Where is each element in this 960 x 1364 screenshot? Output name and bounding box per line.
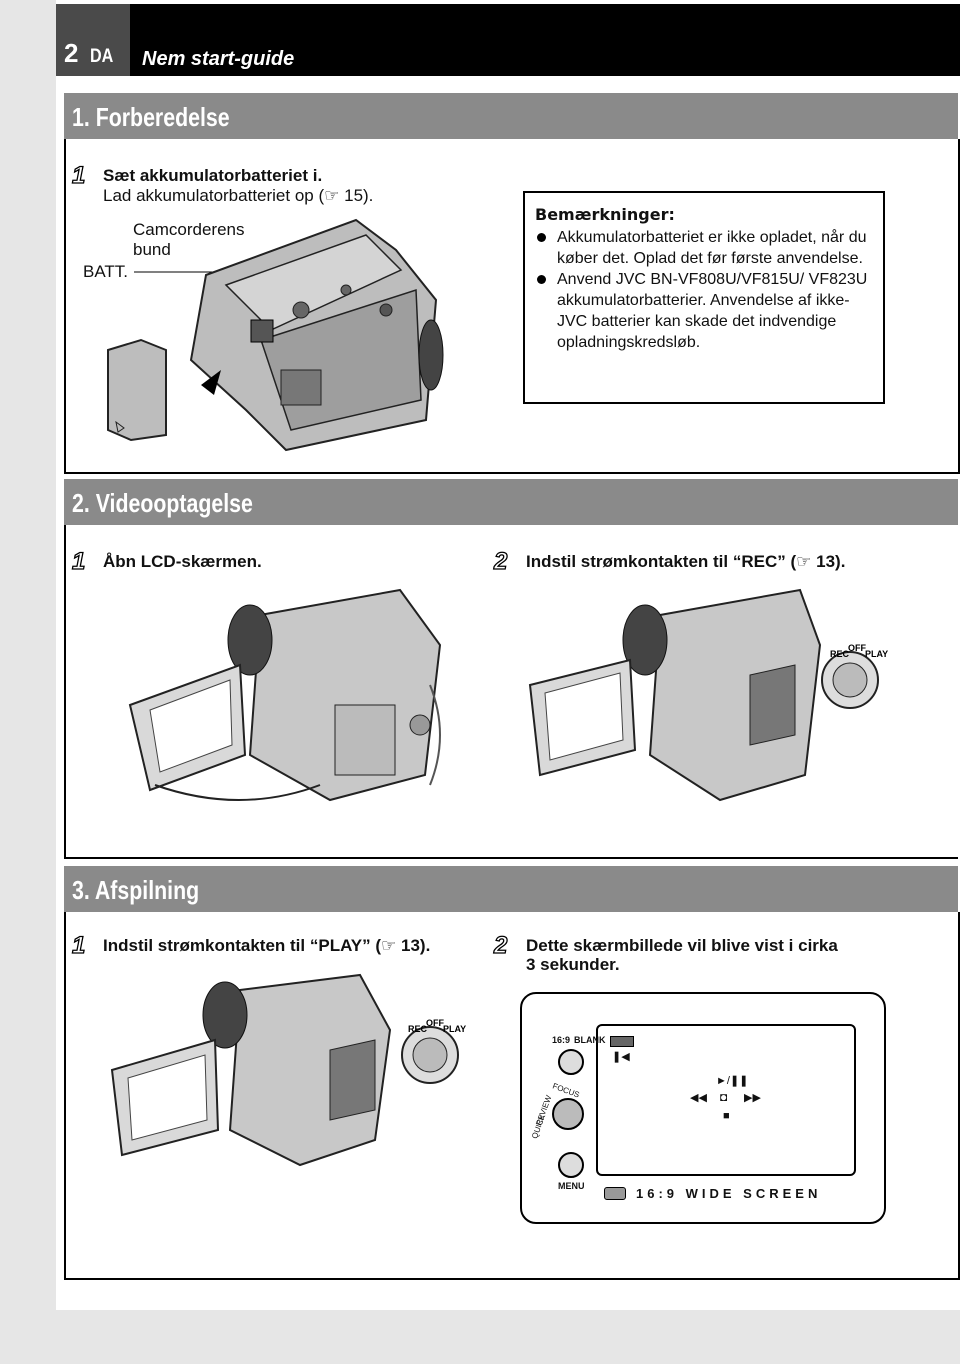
lcd-screen-diagram: 16:9 BLANK ❚◀ ►/❚❚ ◀◀ ◘ ▶▶ ■ FOCUS REVIE… <box>520 992 886 1224</box>
battery-icon <box>610 1036 634 1047</box>
language-code: DA <box>90 46 114 67</box>
note-item: Akkumulatorbatteriet er ikke opladet, nå… <box>535 227 875 269</box>
pointing-hand-icon: ☞ <box>381 936 397 956</box>
set-lever[interactable] <box>552 1098 584 1130</box>
notes-box: Bemærkninger: Akkumulatorbatteriet er ik… <box>523 191 885 404</box>
page-ref: 13). <box>816 552 846 571</box>
page-title: Nem start-guide <box>142 48 295 70</box>
pointing-hand-icon: ☞ <box>324 186 340 206</box>
select-icon: ◘ <box>720 1090 728 1104</box>
step-number: 2 <box>493 931 508 959</box>
step-number: 1 <box>71 547 86 575</box>
section-title: 2. Videooptagelse <box>72 488 253 518</box>
dial-off-label: OFF <box>426 1018 444 1028</box>
pointing-hand-icon: ☞ <box>796 552 812 572</box>
section-title-bar-2: 2. Videooptagelse <box>64 479 958 525</box>
step-text-line2: Lad akkumulatorbatteriet op (☞ 15). <box>103 186 373 206</box>
camcorder-lcd-open-illustration <box>128 588 442 802</box>
rewind-icon: ◀◀ <box>690 1092 707 1104</box>
step-text: 3 sekunder. <box>526 955 620 974</box>
step-text: Indstil strømkontakten til “PLAY” ( <box>103 936 382 955</box>
notes-title: Bemærkninger: <box>535 205 675 224</box>
section-title-bar-3: 3. Afspilning <box>64 866 958 912</box>
focus-label: FOCUS <box>551 1081 581 1100</box>
section-title: 3. Afspilning <box>72 875 200 905</box>
lcd-display <box>596 1024 856 1176</box>
dial-rec-label: REC <box>830 649 850 659</box>
note-item: Anvend JVC BN-VF808U/VF815U/ VF823U akku… <box>535 269 875 353</box>
aspect-button[interactable] <box>558 1049 584 1075</box>
menu-label: MENU <box>558 1181 585 1191</box>
section-title-bar-1: 1. Forberedelse <box>64 93 958 139</box>
step-number: 1 <box>71 161 86 189</box>
label-bottom: bund <box>133 240 171 259</box>
page-ref: 15). <box>344 186 374 205</box>
aspect-label: 16:9 <box>552 1035 571 1045</box>
play-pause-icon: ►/❚❚ <box>716 1075 749 1087</box>
dial-rec-label: REC <box>408 1024 428 1034</box>
blank-label: BLANK <box>574 1035 606 1045</box>
step-text: Indstil strømkontakten til “REC” ( <box>526 552 797 571</box>
stop-icon: ■ <box>723 1110 730 1122</box>
dial-play-label: PLAY <box>865 649 888 659</box>
label-batt: BATT. <box>83 262 129 281</box>
step-text-line: Indstil strømkontakten til “REC” (☞ 13). <box>526 552 845 572</box>
step-text: Åbn LCD-skærmen. <box>103 552 262 571</box>
quick-label: QUICK <box>530 1113 548 1140</box>
step-text: Lad akkumulatorbatteriet op ( <box>103 186 325 205</box>
section-title: 1. Forberedelse <box>72 102 230 132</box>
label-camcorder-bottom: Camcorderens <box>133 220 245 239</box>
dial-play-label: PLAY <box>443 1024 466 1034</box>
wide-screen-label: 16:9 WIDE SCREEN <box>636 1186 822 1201</box>
page-number-block: 2 DA <box>56 4 130 76</box>
page-ref: 13). <box>401 936 431 955</box>
page-header: 2 DA Nem start-guide <box>56 4 960 76</box>
camcorder-rec-illustration: REC OFF PLAY <box>528 588 888 802</box>
step-number: 2 <box>493 547 508 575</box>
step-number: 1 <box>71 931 86 959</box>
step-text: Dette skærmbillede vil blive vist i cirk… <box>526 936 838 955</box>
step-text: Sæt akkumulatorbatteriet i. <box>103 166 323 185</box>
index-button[interactable] <box>558 1152 584 1178</box>
dial-off-label: OFF <box>848 643 866 653</box>
step-text-line: Indstil strømkontakten til “PLAY” (☞ 13)… <box>103 936 430 956</box>
notes-list: Akkumulatorbatteriet er ikke opladet, nå… <box>535 227 875 353</box>
page-number: 2 <box>64 38 79 68</box>
camcorder-bottom-illustration <box>107 218 444 452</box>
playback-icon: ❚◀ <box>612 1051 630 1063</box>
fast-forward-icon: ▶▶ <box>744 1092 761 1104</box>
menu-button[interactable] <box>604 1187 626 1200</box>
camcorder-play-illustration: REC OFF PLAY <box>110 973 466 1167</box>
